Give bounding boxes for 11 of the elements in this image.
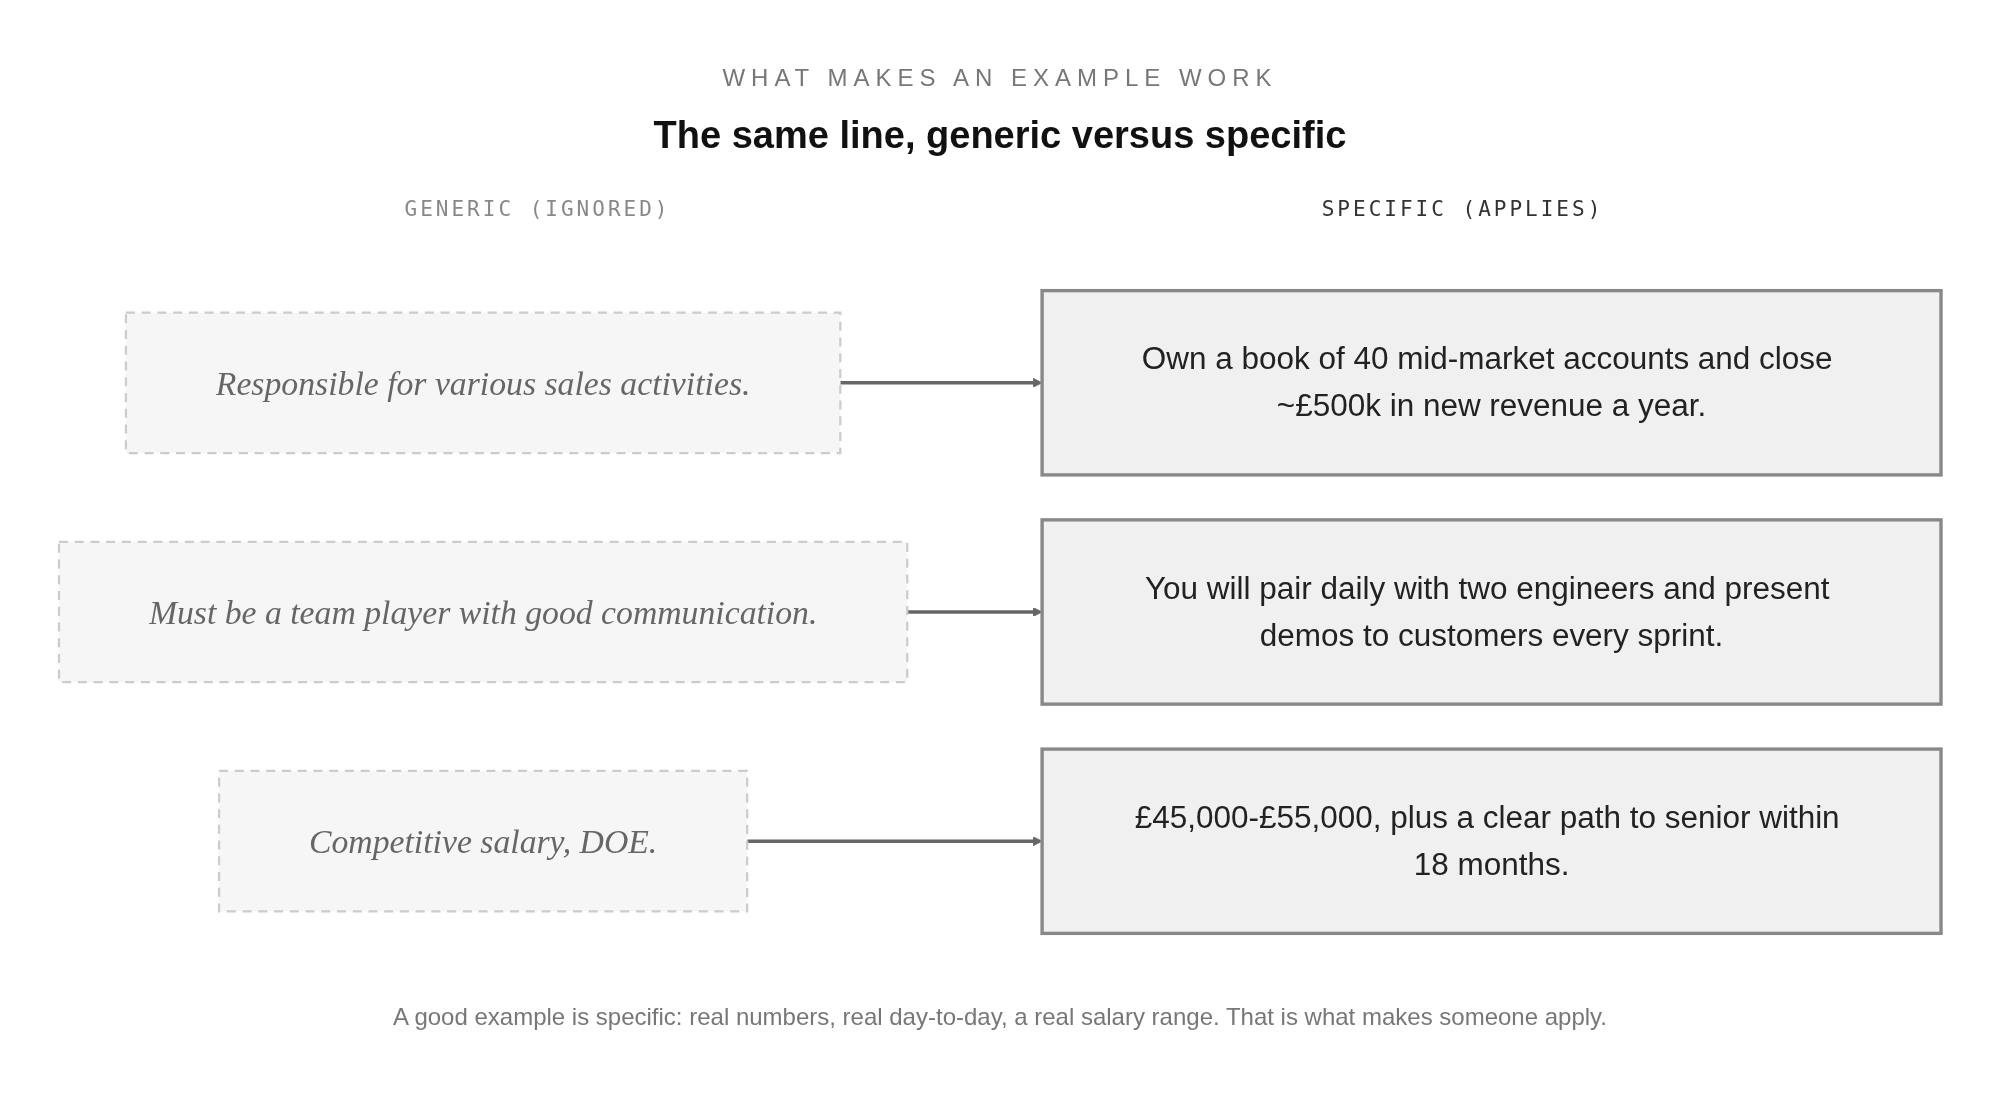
- node-box: Competitive salary, DOE.: [217, 769, 749, 913]
- node-box: You will pair daily with two engineers and present demos to customers every sprint.: [1040, 518, 1943, 706]
- column-heading: SPECIFIC (APPLIES): [1320, 197, 1605, 221]
- node-box: Responsible for various sales activities.: [124, 311, 842, 455]
- caption-text: A good example is specific: real numbers, real day-to-day, a real salary range. That is what makes someone apply.: [393, 1003, 1607, 1031]
- eyebrow-text: WHAT MAKES AN EXAMPLE WORK: [722, 64, 1278, 92]
- node-box: £45,000-£55,000, plus a clear path to senior within 18 months.: [1040, 747, 1943, 936]
- column-heading: GENERIC (IGNORED): [403, 197, 672, 221]
- diagram-title: The same line, generic versus specific: [653, 114, 1347, 157]
- node-box: Must be a team player with good communication.: [57, 540, 909, 684]
- node-box: Own a book of 40 mid-market accounts and close ~£500k in new revenue a year.: [1040, 288, 1943, 477]
